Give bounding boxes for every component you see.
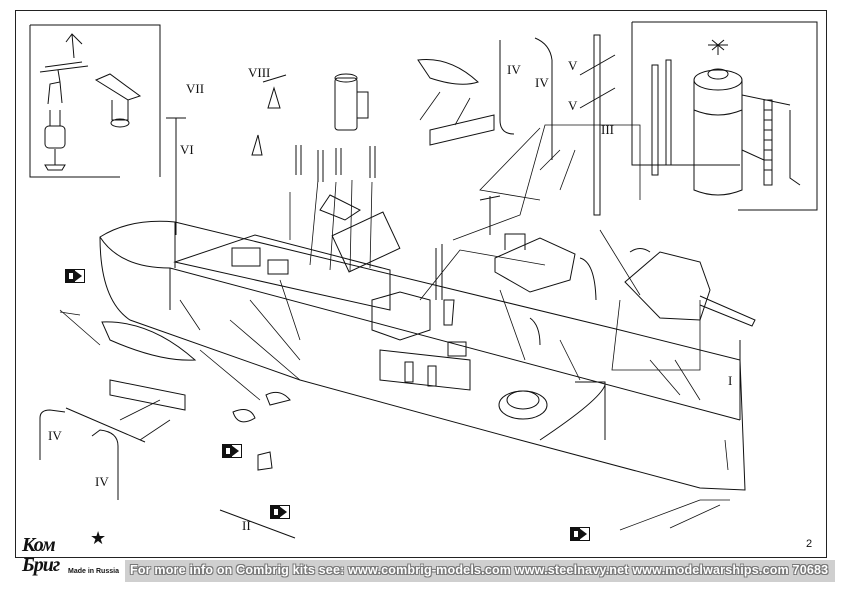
part-label-vii: VII bbox=[186, 81, 205, 96]
logo-text-bottom: Бриг bbox=[22, 554, 60, 576]
part-label-v: V bbox=[568, 98, 578, 113]
part-label-vi: VI bbox=[180, 142, 194, 157]
ventilator-icon bbox=[232, 86, 597, 471]
flag-marker-icon bbox=[570, 527, 590, 541]
part-label-iv: IV bbox=[48, 428, 62, 443]
deckhouse-icon bbox=[173, 234, 471, 391]
lifeboat-icon bbox=[101, 58, 495, 411]
davit-icon bbox=[39, 407, 296, 539]
gun-pedestal-icon bbox=[94, 73, 142, 128]
logo-subtitle: Made in Russia bbox=[68, 568, 119, 575]
flag-marker-icon bbox=[270, 505, 290, 519]
part-label-iv: IV bbox=[95, 474, 109, 489]
footer-text: For more info on Combrig kits see: www.c… bbox=[130, 563, 829, 577]
part-label-iv: IV bbox=[535, 75, 549, 90]
part-label-viii: VIII bbox=[248, 65, 271, 80]
mast-icon bbox=[166, 34, 741, 420]
leader-lines bbox=[59, 91, 730, 531]
flag-marker-icon bbox=[65, 269, 85, 283]
part-label-i: I bbox=[728, 373, 733, 388]
funnel-icon bbox=[651, 39, 801, 196]
inset-funnel-detail bbox=[631, 21, 818, 211]
part-label-v: V bbox=[568, 58, 578, 73]
bridge-icon bbox=[479, 195, 576, 293]
gun-turret-icon bbox=[624, 248, 756, 327]
part-label-iv: IV bbox=[507, 62, 521, 77]
gun-mount-icon bbox=[39, 33, 89, 171]
part-label-ii: II bbox=[242, 518, 251, 533]
inset-gun-detail bbox=[29, 24, 161, 178]
page-number: 2 bbox=[806, 538, 813, 550]
logo-text-top: Ком bbox=[22, 534, 56, 556]
part-label-iii: III bbox=[601, 122, 614, 137]
star-icon: ★ bbox=[90, 528, 107, 548]
combrig-logo: Ком Бриг ★ Made in Russia bbox=[20, 528, 125, 582]
page-frame bbox=[15, 10, 827, 558]
flag-marker-icon bbox=[222, 444, 242, 458]
funnel-small-icon bbox=[334, 73, 369, 131]
footer-bar: For more info on Combrig kits see: www.c… bbox=[125, 560, 835, 582]
hull-icon bbox=[99, 220, 746, 491]
